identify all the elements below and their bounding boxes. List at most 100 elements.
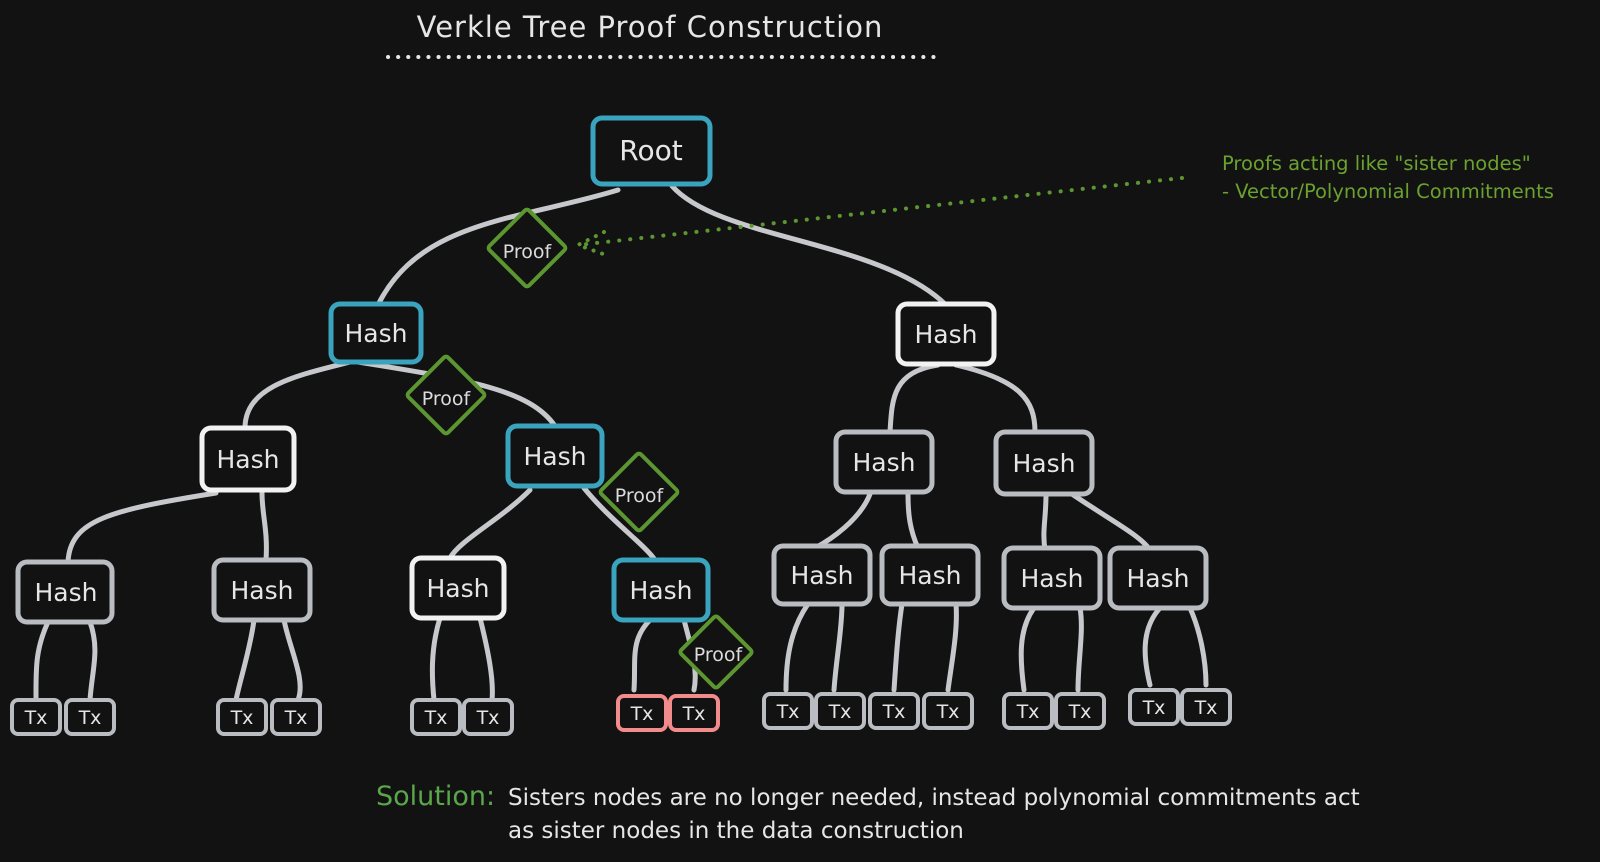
hash-node: Hash <box>993 429 1095 497</box>
edge <box>477 615 495 703</box>
edge <box>429 615 443 703</box>
edge <box>887 362 941 435</box>
tx-node: Tx <box>868 692 920 730</box>
edge <box>242 359 353 431</box>
edge <box>355 359 558 429</box>
root-node: Root <box>590 115 713 187</box>
edge <box>669 183 949 308</box>
tx-node: Tx <box>1180 688 1232 726</box>
hash-label: Hash <box>231 576 294 605</box>
tx-node-target: Tx <box>616 694 668 732</box>
edge <box>1075 605 1084 693</box>
hash-label: Hash <box>427 574 490 603</box>
hash-node: Hash <box>771 543 873 607</box>
edge <box>1041 491 1049 553</box>
edge <box>1187 605 1209 688</box>
tx-label: Tx <box>1142 697 1166 719</box>
solution-line-1: Sisters nodes are no longer needed, inst… <box>508 785 1360 811</box>
edge <box>87 619 98 703</box>
hash-node-sibling: Hash <box>199 425 297 493</box>
proof-diamond: Proof <box>598 451 680 533</box>
hash-node: Hash <box>15 559 115 625</box>
hash-node: Hash <box>211 557 313 623</box>
proof-diamonds: Proof Proof Proof Proof <box>405 207 754 690</box>
hash-node: Hash <box>1107 545 1209 611</box>
tx-node: Tx <box>216 698 268 736</box>
tx-label: Tx <box>1194 697 1218 719</box>
edge <box>891 601 905 693</box>
hash-label: Hash <box>1013 449 1076 478</box>
tx-label: Tx <box>936 701 960 723</box>
edge <box>953 362 1038 435</box>
hash-label: Hash <box>899 561 962 590</box>
solution-line-2: as sister nodes in the data construction <box>508 818 964 844</box>
hash-label: Hash <box>1127 564 1190 593</box>
tx-node: Tx <box>1002 692 1054 730</box>
annotation-line-1: Proofs acting like "sister nodes" <box>1222 152 1531 175</box>
hash-node-sibling: Hash <box>895 301 997 367</box>
tx-label: Tx <box>828 701 852 723</box>
edge <box>783 601 811 693</box>
tx-node: Tx <box>1128 688 1180 726</box>
edge <box>233 617 257 703</box>
solution-label: Solution: <box>376 781 496 812</box>
edge <box>33 619 51 703</box>
hash-node: Hash <box>833 429 935 495</box>
root-label: Root <box>619 134 682 167</box>
hash-label: Hash <box>217 445 280 474</box>
edge <box>831 601 845 693</box>
edge <box>905 491 921 551</box>
tx-label: Tx <box>630 703 654 725</box>
hash-label: Hash <box>791 561 854 590</box>
tx-label: Tx <box>1068 701 1092 723</box>
tx-node: Tx <box>922 692 974 730</box>
hash-node: Hash <box>1001 545 1103 611</box>
tx-node: Tx <box>762 692 814 730</box>
edge <box>1142 605 1163 688</box>
tx-label: Tx <box>1016 701 1040 723</box>
proof-diamond: Proof <box>405 354 487 436</box>
hash-node: Hash <box>879 543 981 607</box>
proof-diamond: Proof <box>678 614 754 690</box>
tx-node: Tx <box>10 698 62 736</box>
edge <box>259 490 269 563</box>
hash-label: Hash <box>1021 564 1084 593</box>
tx-node: Tx <box>270 698 322 736</box>
hash-label: Hash <box>915 320 978 349</box>
proof-label: Proof <box>503 241 553 263</box>
proof-label: Proof <box>422 388 472 410</box>
tx-node: Tx <box>814 692 866 730</box>
tx-label: Tx <box>24 707 48 729</box>
tx-label: Tx <box>476 707 500 729</box>
edge <box>1069 491 1153 553</box>
proof-diamond: Proof <box>486 207 568 289</box>
edge <box>812 491 873 551</box>
hash-node-sibling: Hash <box>409 555 507 621</box>
tx-label: Tx <box>230 707 254 729</box>
tx-label: Tx <box>776 701 800 723</box>
tx-node-target: Tx <box>668 694 720 732</box>
hash-label: Hash <box>35 578 98 607</box>
tx-node: Tx <box>410 698 462 736</box>
proof-annotation: Proofs acting like "sister nodes" - Vect… <box>1222 150 1594 206</box>
tx-label: Tx <box>682 703 706 725</box>
annotation-arrow <box>572 176 1184 257</box>
edge <box>447 487 533 561</box>
diagram-title: Verkle Tree Proof Construction <box>416 10 884 44</box>
proof-label: Proof <box>615 485 665 507</box>
tx-leaves: Tx Tx Tx Tx Tx Tx Tx Tx Tx Tx Tx Tx Tx T… <box>10 688 1232 736</box>
hash-node-path: Hash <box>505 423 605 489</box>
solution-text: Sisters nodes are no longer needed, inst… <box>508 782 1468 848</box>
hash-node-path: Hash <box>328 301 424 365</box>
hash-label: Hash <box>345 319 408 348</box>
tx-node: Tx <box>64 698 116 736</box>
edge <box>281 617 303 703</box>
annotation-line-2: - Vector/Polynomial Commitments <box>1222 180 1554 203</box>
tree-nodes: Root Hash Hash Hash Hash Hash Hash <box>15 115 1209 625</box>
hash-label: Hash <box>630 576 693 605</box>
edge <box>581 485 658 563</box>
edge <box>375 187 621 308</box>
tx-label: Tx <box>78 707 102 729</box>
edge <box>1018 605 1037 693</box>
